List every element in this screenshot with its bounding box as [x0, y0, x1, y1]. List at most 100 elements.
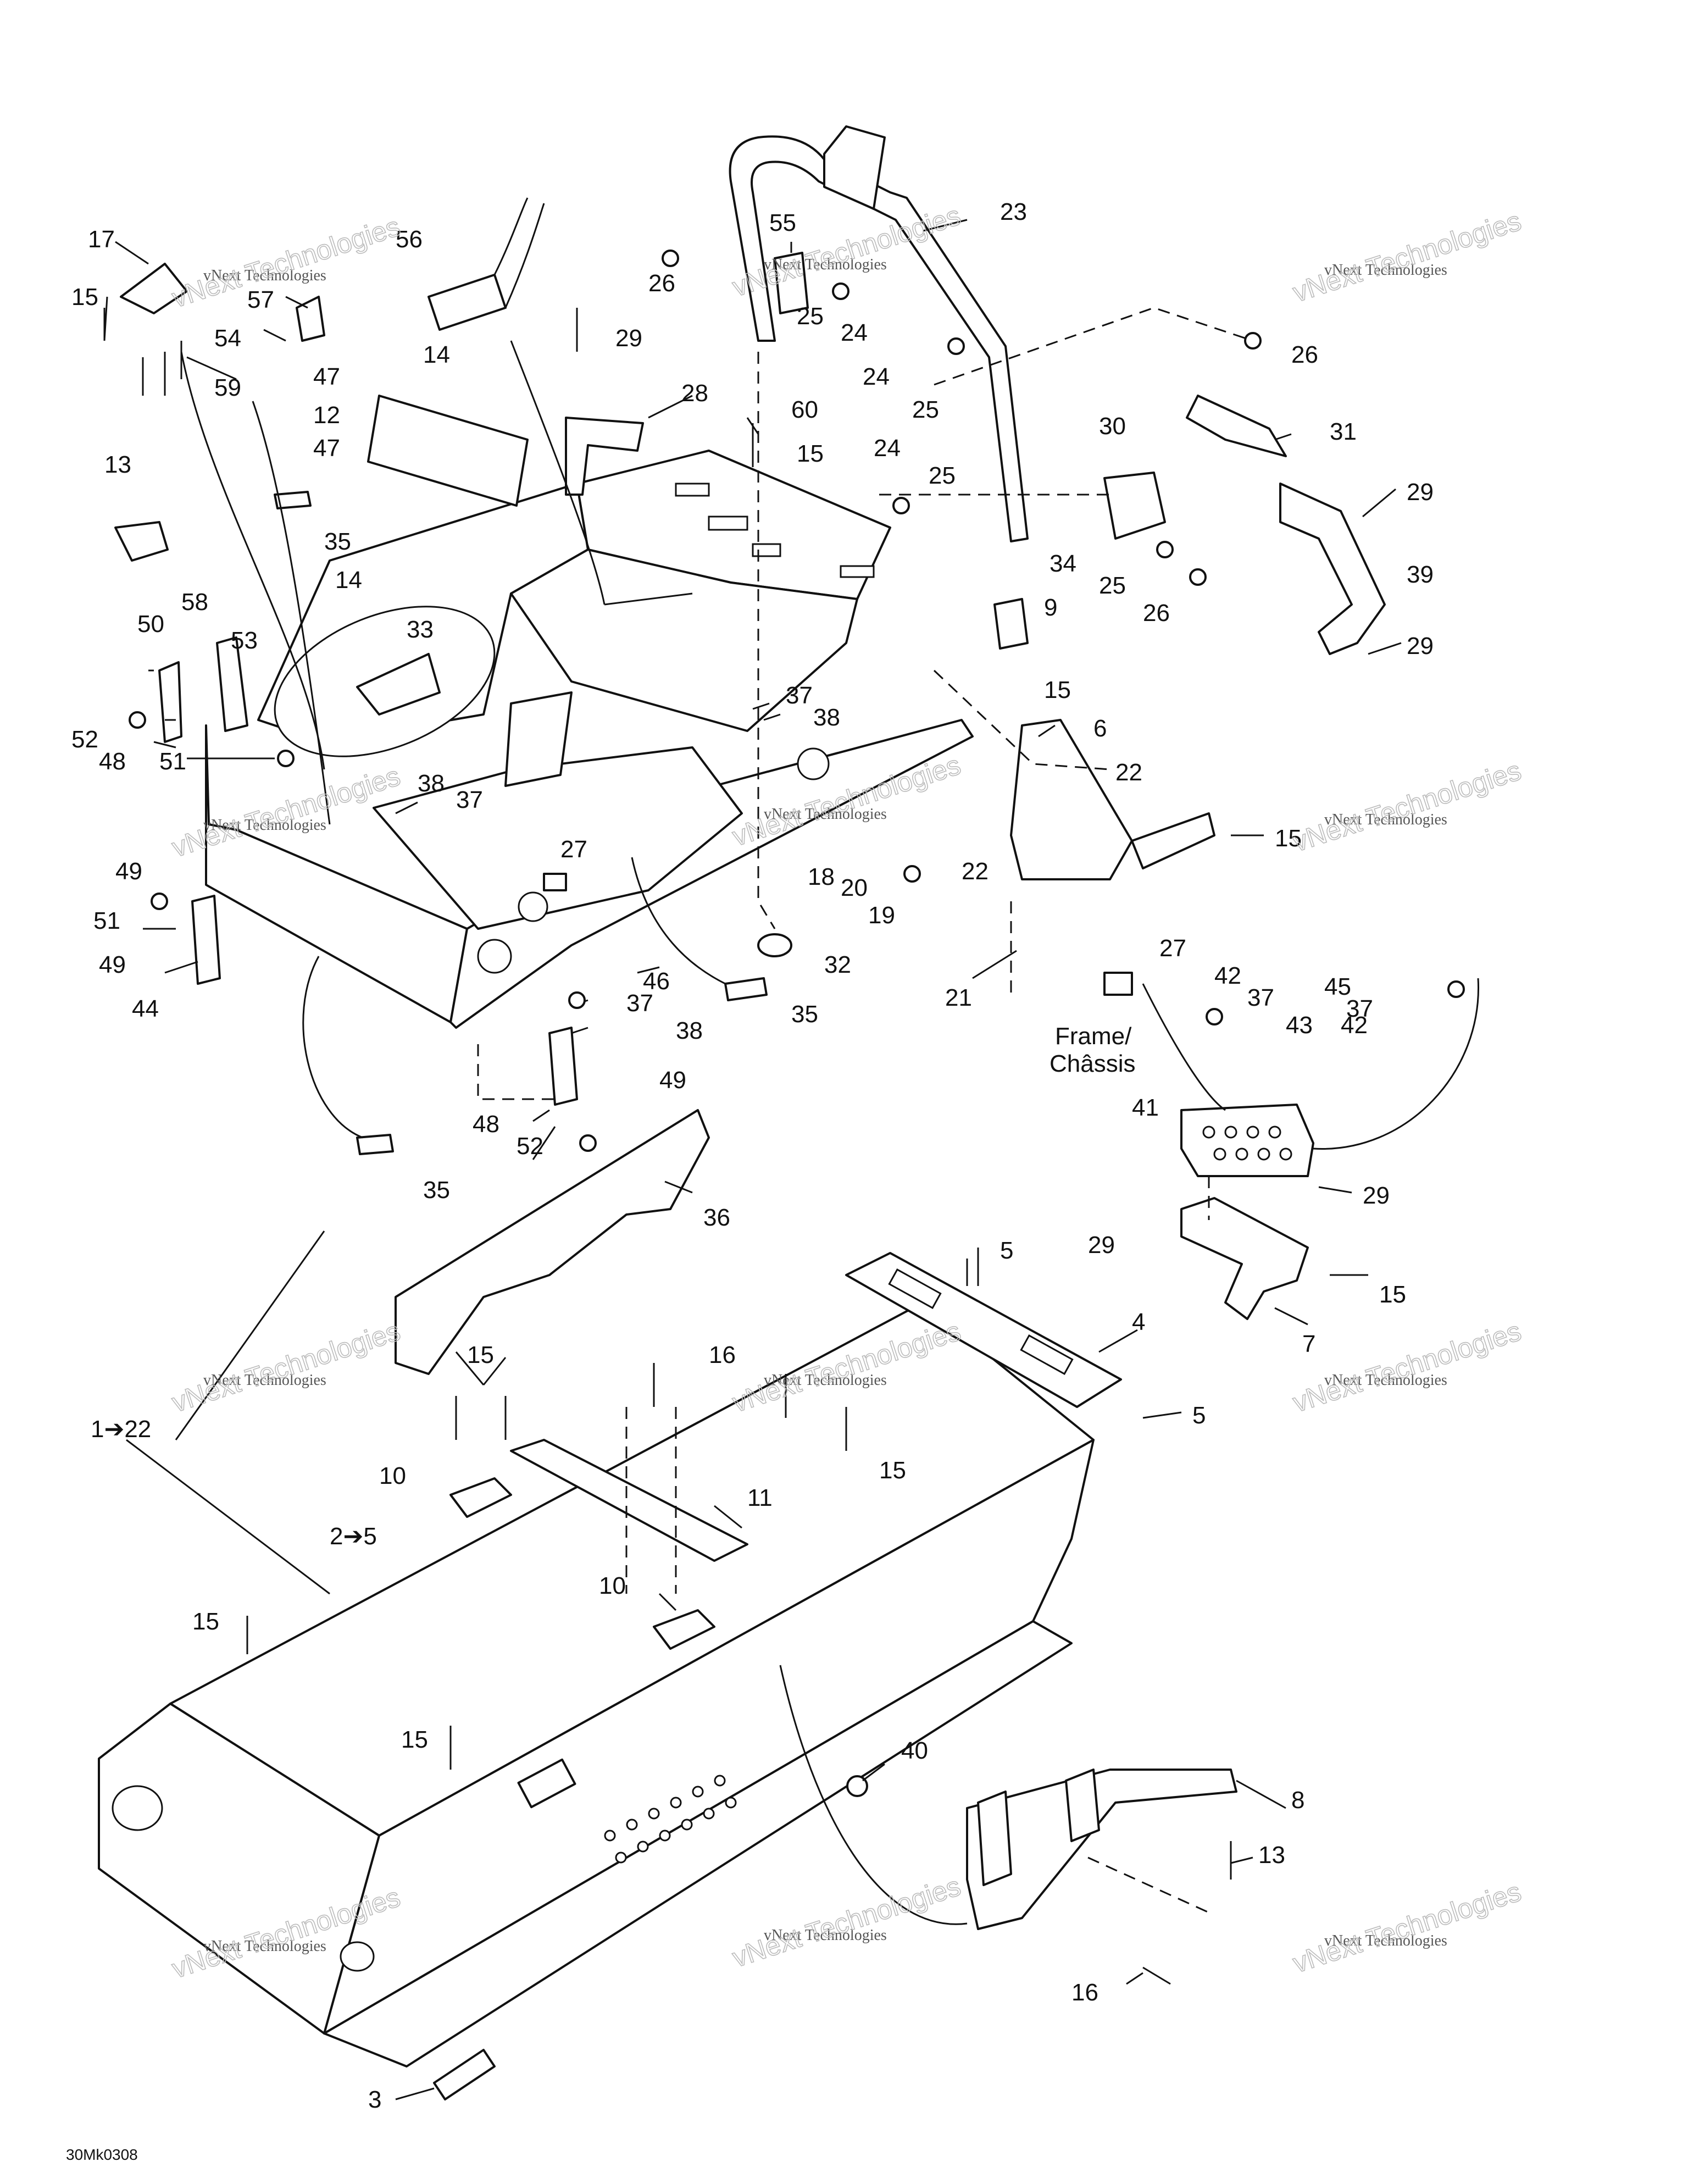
- callout-25: 25: [929, 462, 956, 489]
- callout-31: 31: [1330, 418, 1357, 445]
- callout-13: 13: [104, 451, 131, 478]
- callout-49: 49: [659, 1067, 686, 1094]
- bracket-8-upright-right: [1065, 1769, 1100, 1842]
- watermark-small: vNext Technologies: [764, 256, 887, 273]
- callout-21: 21: [945, 984, 972, 1011]
- callout-54: 54: [214, 325, 241, 352]
- callout-47: 47: [313, 363, 340, 390]
- washer: [1206, 1008, 1223, 1026]
- callout-44: 44: [132, 995, 159, 1022]
- fastener-40: [846, 1775, 868, 1797]
- callout-29: 29: [1407, 633, 1434, 659]
- callout-30: 30: [1099, 413, 1126, 440]
- callout-42: 42: [1341, 1012, 1368, 1039]
- deck-slot-1: [675, 483, 710, 497]
- chassis-label: Châssis: [1050, 1050, 1136, 1077]
- nut: [1189, 568, 1207, 586]
- clip-35-top: [274, 491, 312, 509]
- drawing-code: 30Mk0308: [66, 2146, 138, 2163]
- callout-51: 51: [159, 748, 186, 775]
- fasteners: [103, 250, 1465, 1985]
- watermark-large: vNext Technologies: [1289, 205, 1525, 308]
- watermark-small: vNext Technologies: [764, 1372, 887, 1389]
- callout-35: 35: [324, 528, 351, 555]
- callout-56: 56: [396, 226, 423, 253]
- rivet: [1142, 1966, 1171, 1985]
- steering-support-bracket: [356, 653, 441, 716]
- watermark-small: vNext Technologies: [1324, 262, 1447, 279]
- callout-34: 34: [1050, 550, 1076, 577]
- spacer-27-right: [1103, 972, 1133, 996]
- spacer-27: [543, 873, 567, 891]
- rod-3: [433, 2049, 496, 2100]
- callout-7: 7: [1302, 1331, 1315, 1357]
- washer: [892, 497, 910, 514]
- callout-29: 29: [615, 325, 642, 352]
- washer: [832, 282, 849, 300]
- bulkhead-hole-right: [518, 891, 548, 922]
- callout-36: 36: [703, 1204, 730, 1231]
- watermark-small: vNext Technologies: [1324, 1372, 1447, 1389]
- watermark-large: vNext Technologies: [1289, 1876, 1525, 1978]
- callout-41: 41: [1132, 1094, 1159, 1121]
- callout-15: 15: [71, 284, 98, 311]
- arc-3: [631, 857, 726, 985]
- shaft-6: [1131, 812, 1215, 869]
- callout-29: 29: [1363, 1182, 1390, 1209]
- shield-holes: [1202, 1126, 1292, 1161]
- tunnel-footrest-rail: [323, 1620, 1073, 2067]
- center-bracket: [504, 691, 573, 787]
- callout-37: 37: [456, 786, 483, 813]
- arc-7: [510, 340, 606, 605]
- bracket-28: [565, 417, 644, 496]
- callout-2-5: 2➔5: [330, 1523, 377, 1550]
- callout-27: 27: [1159, 935, 1186, 962]
- deck-slot-4: [840, 565, 875, 578]
- callout-28: 28: [681, 380, 708, 407]
- plate-34: [1103, 472, 1166, 540]
- dash-10: [1087, 1856, 1209, 1914]
- callout-25: 25: [912, 396, 939, 423]
- callout-16: 16: [1071, 1979, 1098, 2006]
- callout-51: 51: [93, 907, 120, 934]
- callout-5: 5: [1000, 1237, 1013, 1264]
- callout-5: 5: [1192, 1402, 1206, 1429]
- bracket-17: [120, 263, 188, 314]
- nut: [662, 250, 679, 267]
- nut: [277, 750, 295, 767]
- callout-17: 17: [88, 226, 115, 253]
- callout-39: 39: [1407, 561, 1434, 588]
- bracket-10-right: [653, 1609, 715, 1650]
- arc-1: [252, 401, 331, 825]
- watermark-small: vNext Technologies: [1324, 811, 1447, 828]
- subframe-brace-36: [395, 1109, 710, 1375]
- side-bracket-58: [216, 636, 248, 732]
- watermark-small: vNext Technologies: [203, 817, 326, 834]
- callout-25: 25: [1099, 572, 1126, 599]
- callout-33: 33: [407, 616, 434, 643]
- callout-numbers: 1➔22 2➔5 3 4 5 5 6 7 8 9 10 10 11 12 13 …: [71, 198, 1434, 2113]
- arc-4: [1142, 983, 1226, 1111]
- callout-25: 25: [797, 303, 824, 330]
- frame-rear-wall: [510, 548, 858, 732]
- callout-19: 19: [868, 902, 895, 929]
- watermark-small: vNext Technologies: [203, 1938, 326, 1955]
- callout-52: 52: [71, 726, 98, 753]
- callout-3: 3: [368, 2086, 381, 2113]
- callout-37: 37: [786, 682, 813, 709]
- washer: [129, 711, 146, 729]
- callout-29: 29: [1407, 479, 1434, 506]
- callout-58: 58: [181, 589, 208, 616]
- steering-loop-23: [729, 135, 1029, 542]
- callout-14: 14: [423, 341, 450, 368]
- callout-38: 38: [418, 770, 445, 797]
- callout-48: 48: [473, 1111, 499, 1138]
- callout-24: 24: [874, 435, 901, 462]
- callout-8: 8: [1291, 1787, 1304, 1814]
- bulkhead-hole-left: [477, 939, 512, 974]
- washer: [903, 865, 921, 883]
- callout-15: 15: [192, 1608, 219, 1635]
- callout-10: 10: [379, 1462, 406, 1489]
- watermark-small: vNext Technologies: [1324, 1932, 1447, 1949]
- callout-47: 47: [313, 435, 340, 462]
